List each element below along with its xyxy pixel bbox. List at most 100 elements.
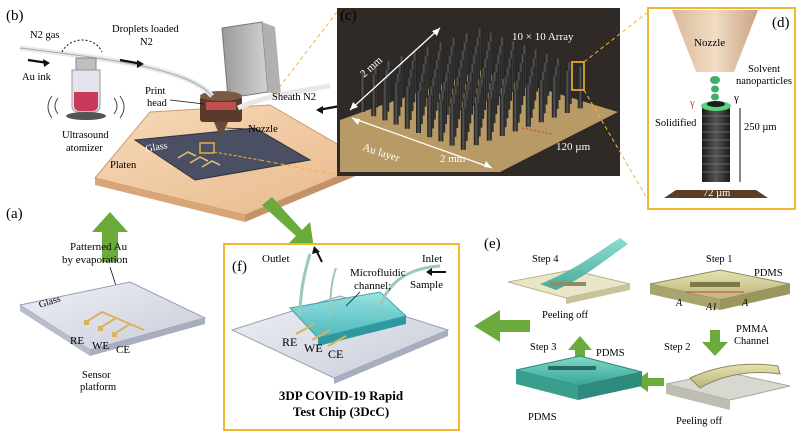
pillar — [416, 91, 421, 133]
panel-e: (e) Step 4 Peeling off Step 1 PDMS A A1 … — [484, 236, 791, 427]
caption-line-1: 3DP COVID-19 Rapid — [279, 388, 404, 403]
zoom-line-c-d-bottom — [583, 89, 649, 201]
panel-c-letter: (c) — [340, 8, 357, 24]
label-a-right: A — [741, 298, 749, 309]
label-d-nozzle: Nozzle — [694, 37, 725, 49]
zoom-line-b — [213, 151, 261, 161]
label-dim-bottom: 2 mm — [440, 153, 466, 165]
label-pmma-1: PMMA — [736, 324, 769, 335]
ultrasound-waves — [47, 95, 125, 119]
panel-f-letter: (f) — [232, 259, 247, 275]
a-glass-edge-left — [20, 305, 90, 356]
panel-b-letter: (b) — [6, 8, 24, 24]
label-a-ce: CE — [116, 344, 130, 356]
printed-electrodes — [177, 151, 221, 168]
leader-nozzle — [225, 127, 247, 130]
step1-channel — [690, 282, 740, 287]
label-sheath: Sheath N2 — [272, 92, 316, 103]
label-sensor-1: Sensor — [82, 370, 111, 381]
droplet-3 — [711, 93, 719, 101]
dim-arrow-bottom-1 — [484, 161, 492, 168]
label-f-re: RE — [282, 335, 297, 349]
pillar — [449, 103, 455, 146]
label-solidified: Solidified — [655, 118, 697, 129]
dim-arrow-top-1 — [432, 28, 440, 36]
label-f-ce: CE — [328, 347, 343, 361]
panel-b: (b) N2 ga — [6, 8, 372, 222]
label-microfluidic-2: channel; — [354, 280, 391, 292]
step3-front — [516, 370, 578, 400]
step4-pdms-peel — [540, 238, 628, 290]
pillar — [393, 82, 399, 125]
step1-block-front — [650, 284, 720, 310]
dim-arrow-top-2 — [350, 102, 358, 110]
pillar — [512, 89, 518, 132]
label-glass-b: Glass — [145, 140, 169, 155]
arrow-e-to-f — [474, 310, 530, 342]
platen-edge — [95, 178, 245, 222]
zoom-line-b-c-top — [274, 11, 338, 94]
step3-side — [578, 372, 642, 400]
label-inlet: Inlet — [422, 253, 442, 265]
panel-d-letter: (d) — [772, 15, 790, 31]
pillar — [525, 84, 531, 127]
label-pmma-2: Channel — [734, 336, 769, 347]
step4-channel — [550, 282, 586, 286]
label-au-ink: Au ink — [22, 72, 52, 83]
step2-base-front — [666, 384, 730, 410]
leader-microfluidic — [345, 291, 361, 307]
panel-a: (a) Patterned Au by evaporation Glass RE… — [6, 206, 207, 393]
dim-line-bottom — [351, 117, 493, 169]
pillar — [486, 98, 492, 141]
pillar-layers — [702, 115, 730, 173]
label-a-we: WE — [92, 340, 109, 352]
sheath-tube — [236, 83, 331, 111]
label-height: 250 µm — [744, 122, 777, 133]
label-a-re: RE — [70, 335, 84, 347]
caption-line-2: Test Chip (3DcC) — [293, 404, 389, 419]
zoom-line-b-c-bottom — [259, 159, 338, 176]
pillar-top — [707, 101, 725, 107]
flow-curve — [61, 39, 103, 53]
pillar — [382, 78, 388, 121]
pillar — [564, 71, 570, 113]
f-electrodes — [295, 323, 347, 347]
label-pillar-size: 120 µm — [556, 141, 591, 153]
f-outlet-arrowhead — [312, 246, 320, 254]
pillar — [427, 95, 433, 138]
label-gamma-right: γ — [733, 92, 739, 104]
f-inlet-tube — [378, 264, 441, 307]
leader-print-head — [169, 99, 205, 105]
label-pdms-top: PDMS — [754, 268, 783, 279]
arrow-step3-to-step4 — [568, 336, 592, 360]
panel-a-letter: (a) — [6, 206, 23, 222]
pillar — [473, 103, 479, 146]
label-peeling-top: Peeling off — [542, 310, 589, 321]
step4-base-edge — [566, 284, 630, 304]
droplets-arrowhead — [137, 60, 144, 68]
droplet-2 — [711, 85, 719, 93]
label-droplets-1: Droplets loaded — [112, 24, 180, 35]
nozzle-tip — [214, 122, 228, 134]
zoom-box-c — [571, 61, 585, 91]
label-atomizer-2: atomizer — [66, 143, 103, 154]
pillar — [577, 66, 583, 109]
label-patterned-2: by evaporation — [62, 254, 128, 266]
d-substrate — [664, 190, 768, 198]
f-outlet-tube — [298, 253, 312, 317]
label-nozzle: Nozzle — [248, 124, 278, 135]
d-nozzle — [672, 10, 758, 72]
f-mid-tube — [329, 267, 337, 317]
label-solvent-1: Solvent — [748, 64, 780, 75]
au-ink-liquid — [74, 92, 98, 111]
step1-block-side — [720, 284, 790, 310]
label-width: 72 µm — [703, 188, 730, 199]
label-step3: Step 3 — [530, 342, 557, 353]
label-n2-gas: N2 gas — [30, 30, 59, 41]
label-step2: Step 2 — [664, 342, 691, 353]
label-outlet: Outlet — [262, 253, 290, 265]
label-step4: Step 4 — [532, 254, 559, 265]
a-electrodes — [85, 310, 145, 335]
gas-tube-outline — [19, 47, 213, 97]
